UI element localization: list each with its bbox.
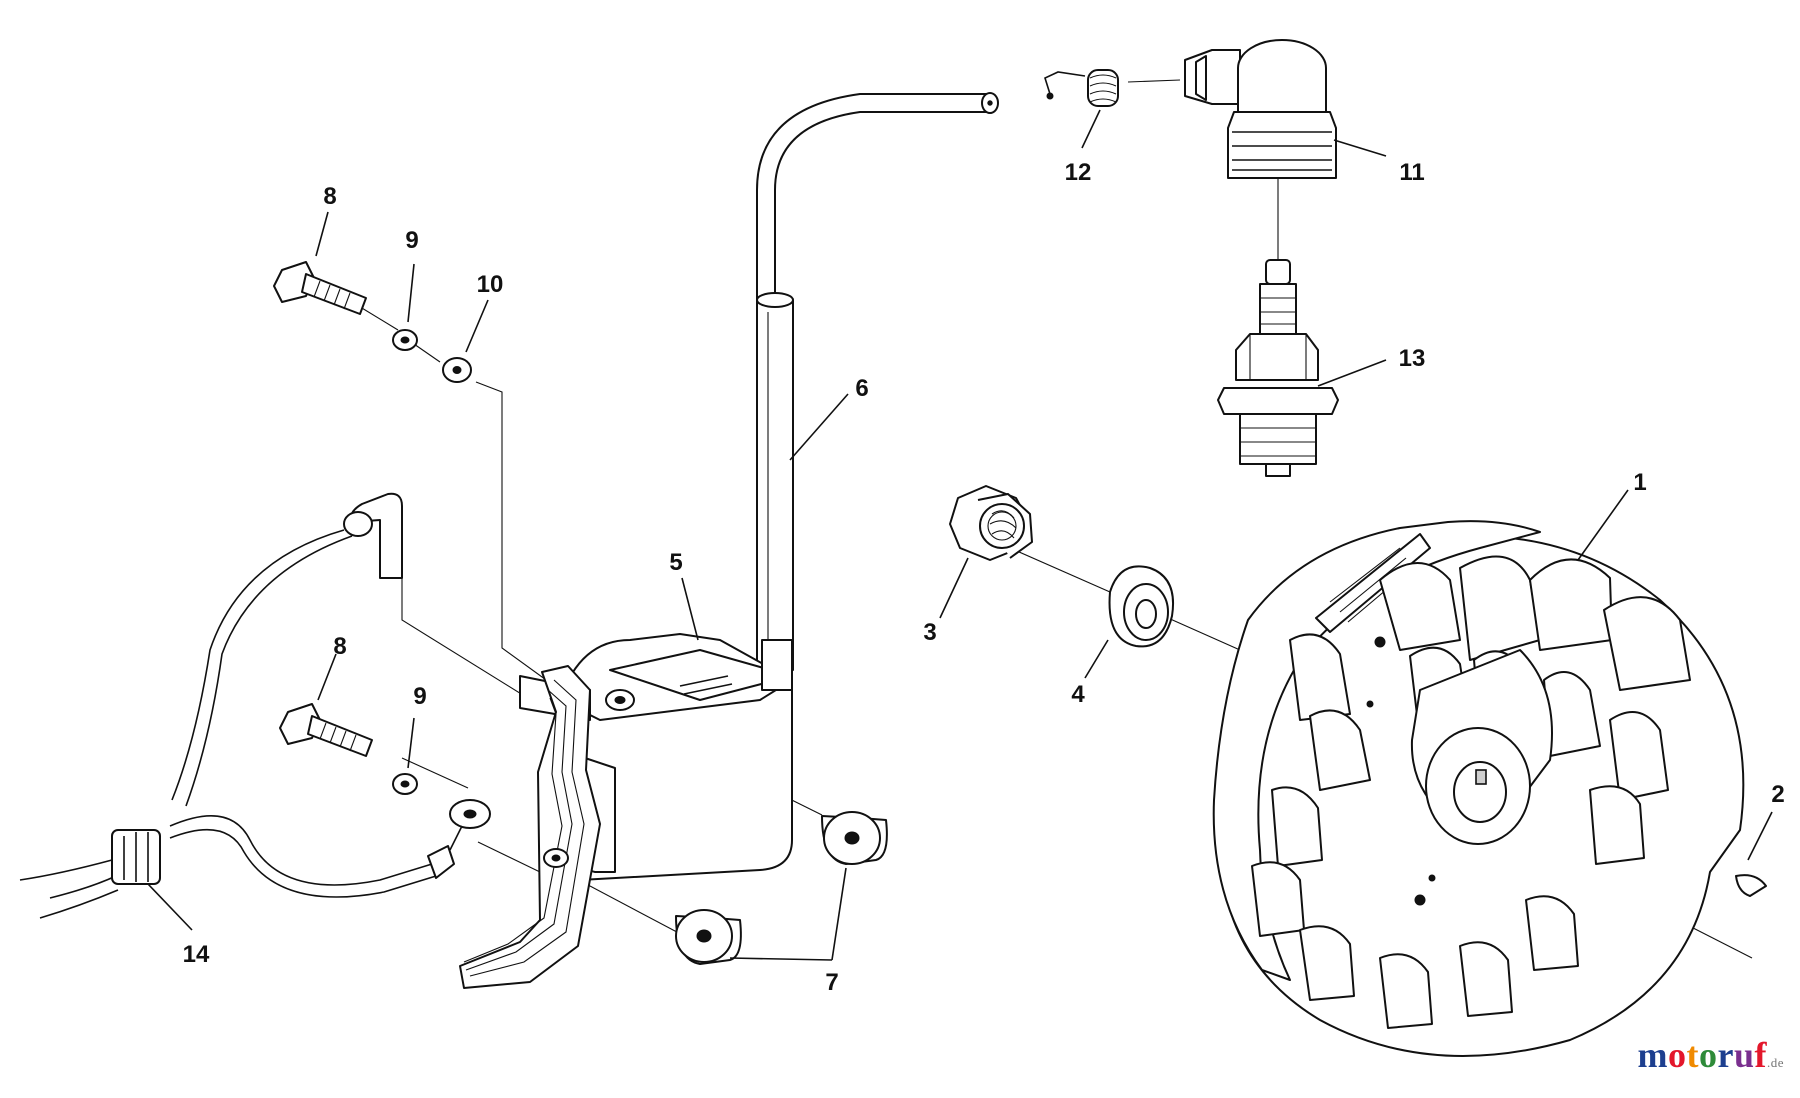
coil-laminations (459, 665, 601, 989)
ground-wire (19, 492, 491, 919)
callout-13: 13 (1399, 345, 1426, 372)
flywheel-nut (949, 485, 1033, 561)
screw-upper (273, 261, 367, 315)
callout-1: 1 (1633, 469, 1646, 496)
flywheel (1212, 520, 1745, 1057)
washer-lower (392, 773, 418, 795)
ignition-lead (756, 92, 999, 671)
callout-4: 4 (1071, 681, 1085, 708)
watermark-letter: m (1637, 1035, 1668, 1075)
callout-5: 5 (669, 549, 682, 576)
callout-12: 12 (1065, 159, 1092, 186)
spring-clip (1044, 69, 1119, 107)
ignition-coil (519, 633, 793, 881)
washer-upper (392, 329, 418, 351)
callout-3: 3 (923, 619, 936, 646)
callout-7: 7 (825, 969, 838, 996)
screw-lower (279, 703, 373, 757)
callout-14: 14 (183, 941, 210, 968)
watermark-letter: o (1667, 1035, 1687, 1075)
washer-10 (442, 357, 472, 383)
watermark-letter: f (1754, 1035, 1767, 1075)
callout-10: 10 (477, 271, 504, 298)
spacer-lower (675, 909, 742, 965)
callout-9-upper: 9 (405, 227, 418, 254)
watermark-letter: t (1686, 1035, 1699, 1075)
callout-leaders (147, 109, 1773, 961)
watermark-letter: r (1717, 1035, 1734, 1075)
callout-8-lower: 8 (333, 633, 346, 660)
callout-8-upper: 8 (323, 183, 336, 210)
callout-2: 2 (1771, 781, 1784, 808)
callout-11: 11 (1399, 159, 1424, 186)
watermark-letter: u (1733, 1035, 1755, 1075)
flywheel-washer (1108, 565, 1174, 648)
watermark-letter: o (1698, 1035, 1718, 1075)
spark-plug (1217, 259, 1339, 477)
watermark-tld: .de (1766, 1055, 1784, 1070)
callout-9-lower: 9 (413, 683, 426, 710)
spark-plug-boot (1184, 39, 1337, 179)
spacer-upper (821, 811, 888, 865)
callout-labels: 1 2 3 4 5 6 7 8 8 9 9 10 11 12 13 14 (183, 159, 1785, 996)
callout-6: 6 (855, 375, 868, 402)
watermark-logo: motoruf.de (1637, 1034, 1784, 1076)
woodruff-key (1735, 874, 1767, 897)
